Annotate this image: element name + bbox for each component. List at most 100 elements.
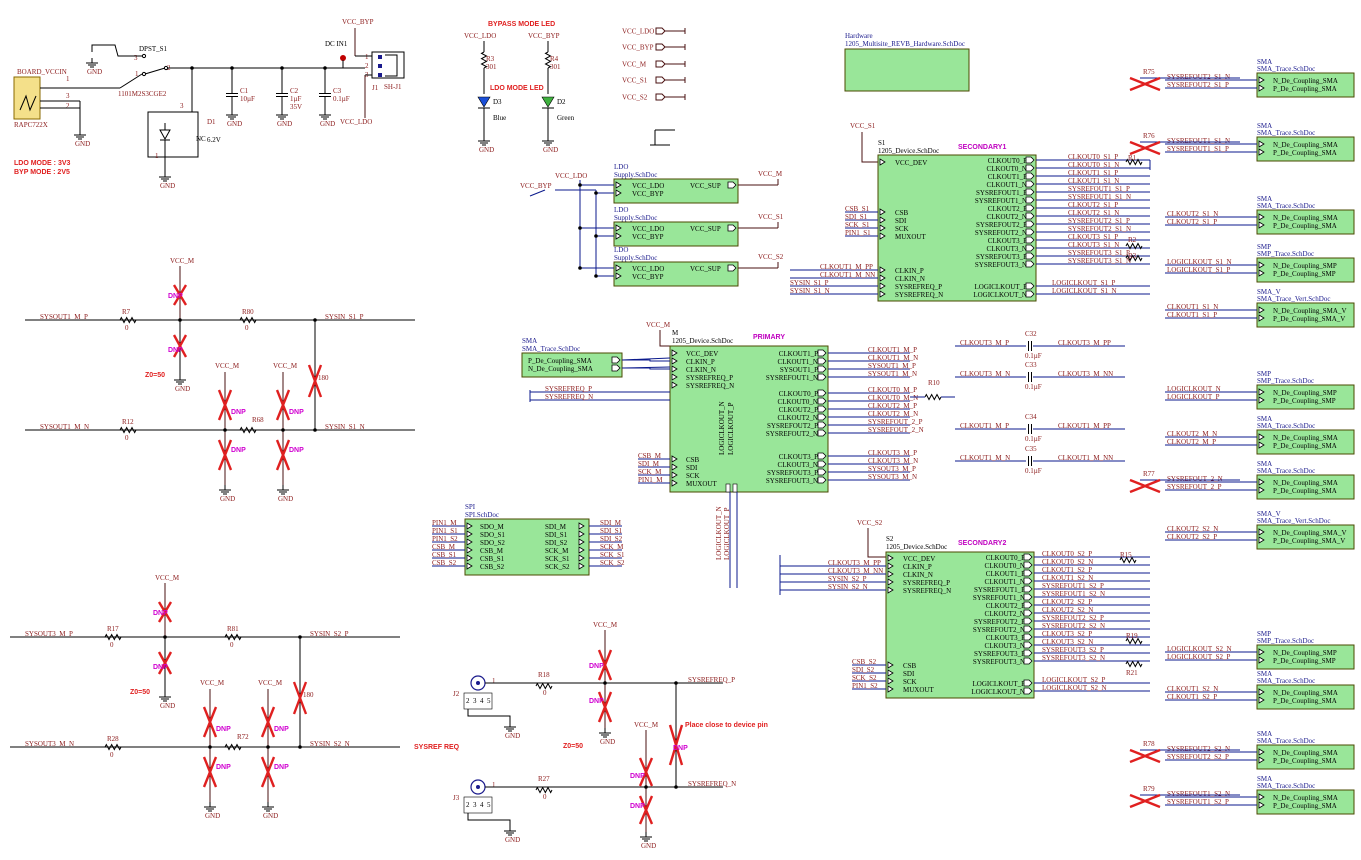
connector-pin: P_De_Coupling_SMP [1273,397,1336,405]
pin-number: 2 [466,697,470,705]
gnd-label: GND [543,146,558,154]
primary-right-pin: CLKOUT2_N [778,414,818,422]
sec1-right-net: CLKOUT1_S1_P [1068,169,1118,177]
connector-pin: N_De_Coupling_SMP [1273,389,1337,397]
connector-pin: P_De_Coupling_SMA [1273,85,1337,93]
sec2-right-net: SYSREFOUT1_S2_N [1042,590,1105,598]
dnp-cross [275,389,291,421]
sec2-right-pin: SYSREFOUT1_N [973,594,1025,602]
vcc-label: VCC_M [634,721,659,729]
pin-arrow [1258,221,1265,229]
ldo-pin: VCC_BYP [632,273,664,281]
sec1-right-pin: SYSREFOUT3_N [975,261,1027,269]
res-value: 0 [125,324,129,332]
byp-mode-note: BYP MODE : 2V5 [14,169,70,176]
dnp-cross [275,439,291,471]
sec2-left-pin: MUXOUT [903,686,934,694]
connector-pin: P_De_Coupling_SMA [1273,802,1337,810]
primary-block [669,345,829,493]
connector-type: SMA [1257,460,1272,468]
place-note: Place close to device pin [685,722,768,729]
spi-left-net: PIN1_S2 [432,535,458,543]
dnp-label: DNP [231,447,246,454]
pin-arrow [671,463,678,471]
ldo-pin: VCC_SUP [690,182,721,190]
pin-arrow [611,356,621,364]
sec1-right-net: CLKOUT2_S1_N [1068,209,1119,217]
sec1-left-net: CSB_S1 [845,205,870,213]
pin-arrow [817,365,827,373]
series-res: R81 [227,625,239,633]
sec2-right-pin: LOGICLKOUT_N [971,688,1025,696]
connector-file: SMP_Trace.SchDoc [1257,250,1314,258]
primary-right-net: CLKOUT1_M_N [868,354,918,362]
sec2-left-net: SDI_S2 [852,666,875,674]
connector-ref: J2 [453,690,460,698]
pin-arrow [817,429,827,437]
connector-pins [463,796,493,814]
gnd-label: GND [320,120,335,128]
junction-dot [313,428,317,432]
pin-arrow [671,471,678,479]
connector-net: SYSREFOUT1_S2_N [1167,790,1230,798]
primary-right-pin: CLKOUT0_N [778,398,818,406]
dnp-cross [668,724,684,766]
primary-right-net: CLKOUT3_M_N [868,457,918,465]
connector-net: CLKOUT2_S2_P [1167,533,1217,541]
pin-arrow [615,272,622,280]
sec2-right-net: CLKOUT2_S2_P [1042,598,1092,606]
led-symbol [541,96,555,108]
z0-label: Z0=50 [563,743,583,750]
pin-arrow [1258,536,1265,544]
pin-arrow [1025,164,1035,172]
sec1-left-net: PIN1_S1 [845,229,871,237]
sec1-right-pin: SYSREFOUT1_P [976,189,1027,197]
pin-arrow [1025,220,1035,228]
connector-file: SMA_Trace.SchDoc [1257,782,1315,790]
resistor-symbol [1125,660,1143,668]
gnd-label: GND [205,812,220,820]
ldo-pin: VCC_LDO [632,265,664,273]
junction-dot [578,266,582,270]
primary-right-net: SYSOUT3_M_P [868,465,916,473]
pin-arrow [671,349,678,357]
primary-left-pin: SYSREFREQ_P [686,374,733,382]
primary-left-pin: CLKIN_N [686,366,716,374]
primary-right-net: CLKOUT0_M_P [868,386,917,394]
primary-bottom-pin: LOGICLKOUT_N [718,401,726,455]
resistor-symbol [224,743,242,751]
ldo-output-label: VCC_M [758,170,783,178]
switch-contact [141,71,147,77]
sec1-left-pin: CLKIN_P [895,267,924,275]
connector-net: CLKOUT1_S2_N [1167,685,1218,693]
dnp-cross [217,439,233,471]
port-symbol [655,27,666,35]
gnd-label: GND [505,836,520,844]
junction-dot [674,785,678,789]
pin-arrow [1025,260,1035,268]
ground-wire [467,709,511,722]
sec2-left-pin: SCK [903,678,917,686]
vcc-label: VCC_M [155,574,180,582]
pin-arrow [1023,679,1033,687]
connector-file: SMA_Trace.SchDoc [1257,65,1315,73]
primary-right-pin: SYSREFOUT2_P [767,422,818,430]
dc-in-label: DC IN1 [325,40,348,48]
resistor-symbol [224,633,242,641]
ldo-title: LDO [614,246,628,254]
pin-arrow [615,224,622,232]
connector-block [1256,384,1355,410]
ac-cap-value: 0.1µF [1025,383,1042,391]
connector-file: SMA_Trace.SchDoc [1257,129,1315,137]
connector-type: SMA_V [1257,510,1281,518]
switch-wire [119,73,143,89]
sec2-right-net: CLKOUT3_S2_P [1042,630,1092,638]
dnp-label: DNP [168,293,183,300]
pin-arrow [671,381,678,389]
pin-arrow [1258,84,1265,92]
primary-title: PRIMARY [753,334,785,341]
pin-arrow [1258,433,1265,441]
dnp-label: DNP [274,764,289,771]
dnp-res-ref: R76 [1143,132,1155,140]
connector-block [1256,684,1355,710]
